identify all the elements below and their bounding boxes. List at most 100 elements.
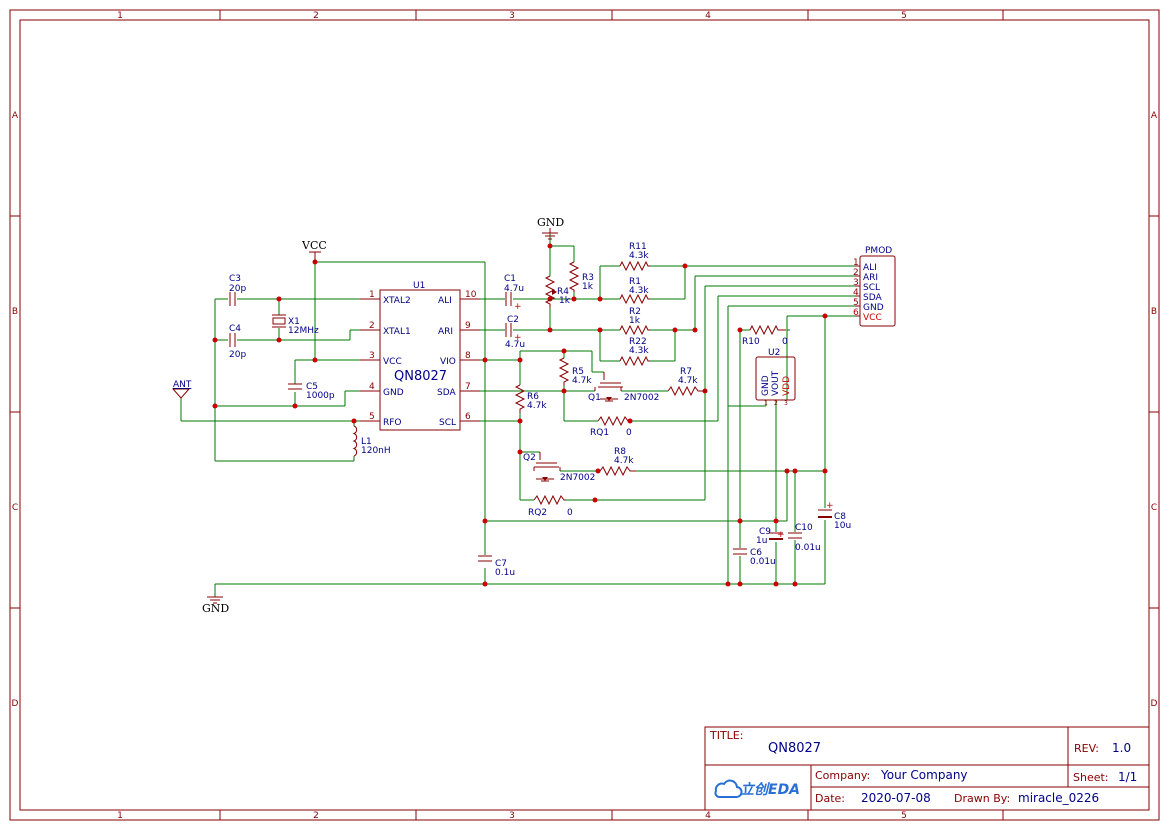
r6-value: 4.7k xyxy=(527,401,547,411)
pmod-pin-2-num: 2 xyxy=(853,268,859,278)
sheet-value: 1/1 xyxy=(1118,770,1137,784)
svg-text:+: + xyxy=(514,333,522,343)
lceda-logo: 立创EDA xyxy=(714,779,800,798)
r8-value: 4.7k xyxy=(614,456,634,466)
c7-value: 0.1u xyxy=(495,568,515,578)
c4-capacitor: C4 20p xyxy=(229,324,246,360)
r6-resistor: R6 4.7k xyxy=(514,384,547,413)
c9-capacitor: + C9 1u xyxy=(756,527,785,546)
pmod-pin-4-name: SDA xyxy=(863,293,882,303)
c3-ref: C3 xyxy=(229,274,241,284)
title-label: TITLE: xyxy=(709,729,743,742)
pmod-pin-2-name: ARI xyxy=(863,273,878,283)
vcc-net-label: VCC xyxy=(301,239,327,252)
c1-capacitor: + C1 4.7u xyxy=(504,274,524,312)
r4-ref: R4 xyxy=(557,287,569,297)
pmod-pin-5-name: GND xyxy=(863,303,884,313)
c6-ref: C6 xyxy=(750,548,762,558)
c2-value: 4.7u xyxy=(505,340,525,350)
r7-value: 4.7k xyxy=(678,376,698,386)
zone-row-b: B xyxy=(12,307,18,317)
rq2-resistor: RQ2 0 xyxy=(528,494,573,518)
u1-pin-7-name: SDA xyxy=(437,388,456,398)
r11-resistor: R11 4.3k xyxy=(619,242,650,272)
pmod-pin-1-num: 1 xyxy=(853,258,859,268)
zone-row-c-right: C xyxy=(1151,503,1157,513)
r22-resistor: R22 4.3k xyxy=(619,337,650,367)
u1-pin-1-name: XTAL2 xyxy=(383,296,411,306)
r3-resistor: R3 1k xyxy=(568,261,594,292)
gnd-bottom-symbol: GND xyxy=(202,596,229,615)
pmod-pin-3-name: SCL xyxy=(863,283,880,293)
c5-value: 1000p xyxy=(306,391,335,401)
u1-pin-8-num: 8 xyxy=(465,351,471,361)
r22-ref: R22 xyxy=(629,337,647,347)
u2-regulator: U2 GND VOUT VDD 1 2 3 xyxy=(755,348,796,407)
r2-resistor: R2 1k xyxy=(619,307,650,336)
c4-ref: C4 xyxy=(229,324,241,334)
r7-ref: R7 xyxy=(680,367,692,377)
u1-pin-9-name: ARI xyxy=(438,327,453,337)
u1-pin-10-num: 10 xyxy=(465,290,477,300)
c10-ref: C10 xyxy=(795,523,813,533)
u1-pin-4-num: 4 xyxy=(369,382,375,392)
company-label: Company: xyxy=(815,769,870,782)
zone-col-1: 1 xyxy=(117,11,123,21)
r11-value: 4.3k xyxy=(629,251,649,261)
u1-pin-6-name: SCL xyxy=(439,418,456,428)
pmod-pin-6-name: VCC xyxy=(863,313,882,323)
c7-capacitor: C7 0.1u xyxy=(478,555,515,578)
ant-net-label: ANT xyxy=(173,380,192,390)
r10-resistor: R10 0 xyxy=(742,324,788,347)
zone-col-4: 4 xyxy=(705,11,711,21)
l1-inductor: L1 120nH xyxy=(352,425,391,457)
q1-ref: Q1 xyxy=(588,393,601,403)
pmod-pin-4-num: 4 xyxy=(853,288,859,298)
u2-pin-gnd: GND xyxy=(761,375,771,396)
rq2-ref: RQ2 xyxy=(528,508,547,518)
c1-value: 4.7u xyxy=(504,284,524,294)
gnd-top-net-label: GND xyxy=(537,216,564,229)
rq1-value: 0 xyxy=(626,428,632,438)
wires xyxy=(180,233,855,597)
c9-ref: C9 xyxy=(759,527,771,537)
c3-capacitor: C3 20p xyxy=(229,274,246,306)
title-value: QN8027 xyxy=(768,741,821,756)
c6-capacitor: C6 0.01u xyxy=(733,548,776,567)
r3-value: 1k xyxy=(582,282,594,292)
pmod-pin-1-name: ALI xyxy=(863,263,877,273)
q1-mosfet: Q1 2N7002 xyxy=(588,372,659,403)
zone-row-a: A xyxy=(12,111,19,121)
r1-ref: R1 xyxy=(629,277,641,287)
u1-pin-5-num: 5 xyxy=(369,412,375,422)
u1-ref: U1 xyxy=(413,281,425,291)
c8-ref: C8 xyxy=(834,512,846,522)
zone-col-3-bottom: 3 xyxy=(509,811,515,821)
q2-mosfet: Q2 2N7002 xyxy=(523,452,595,483)
r1-value: 4.3k xyxy=(629,286,649,296)
rev-value: 1.0 xyxy=(1112,741,1131,755)
r6-ref: R6 xyxy=(527,392,539,402)
r11-ref: R11 xyxy=(629,242,647,252)
q2-ref: Q2 xyxy=(523,453,536,463)
title-block: TITLE: QN8027 REV: 1.0 Company: Your Com… xyxy=(704,726,1150,811)
company-value: Your Company xyxy=(880,768,968,782)
gnd-bottom-net-label: GND xyxy=(202,602,229,615)
zone-col-5: 5 xyxy=(901,11,907,21)
c10-value: 0.01u xyxy=(795,543,821,553)
x1-ref: X1 xyxy=(288,317,300,327)
svg-text:+: + xyxy=(777,530,785,540)
u2-pin-vout: VOUT xyxy=(771,370,781,396)
zone-labels: 1 2 3 4 5 1 2 3 4 5 A B C D A B C D xyxy=(12,11,1158,821)
c6-value: 0.01u xyxy=(750,557,776,567)
u1-chip: U1 QN8027 1 XTAL2 2 XTAL1 3 VCC 4 GND 5 … xyxy=(360,281,480,431)
logo-text: 立创EDA xyxy=(740,781,800,798)
r10-value: 0 xyxy=(782,337,788,347)
u1-pin-1-num: 1 xyxy=(369,290,375,300)
r8-ref: R8 xyxy=(614,447,626,457)
r2-ref: R2 xyxy=(629,307,641,317)
cloud-logo-icon xyxy=(714,779,743,798)
c3-value: 20p xyxy=(229,284,246,294)
drawn-by-value: miracle_0226 xyxy=(1018,791,1099,805)
